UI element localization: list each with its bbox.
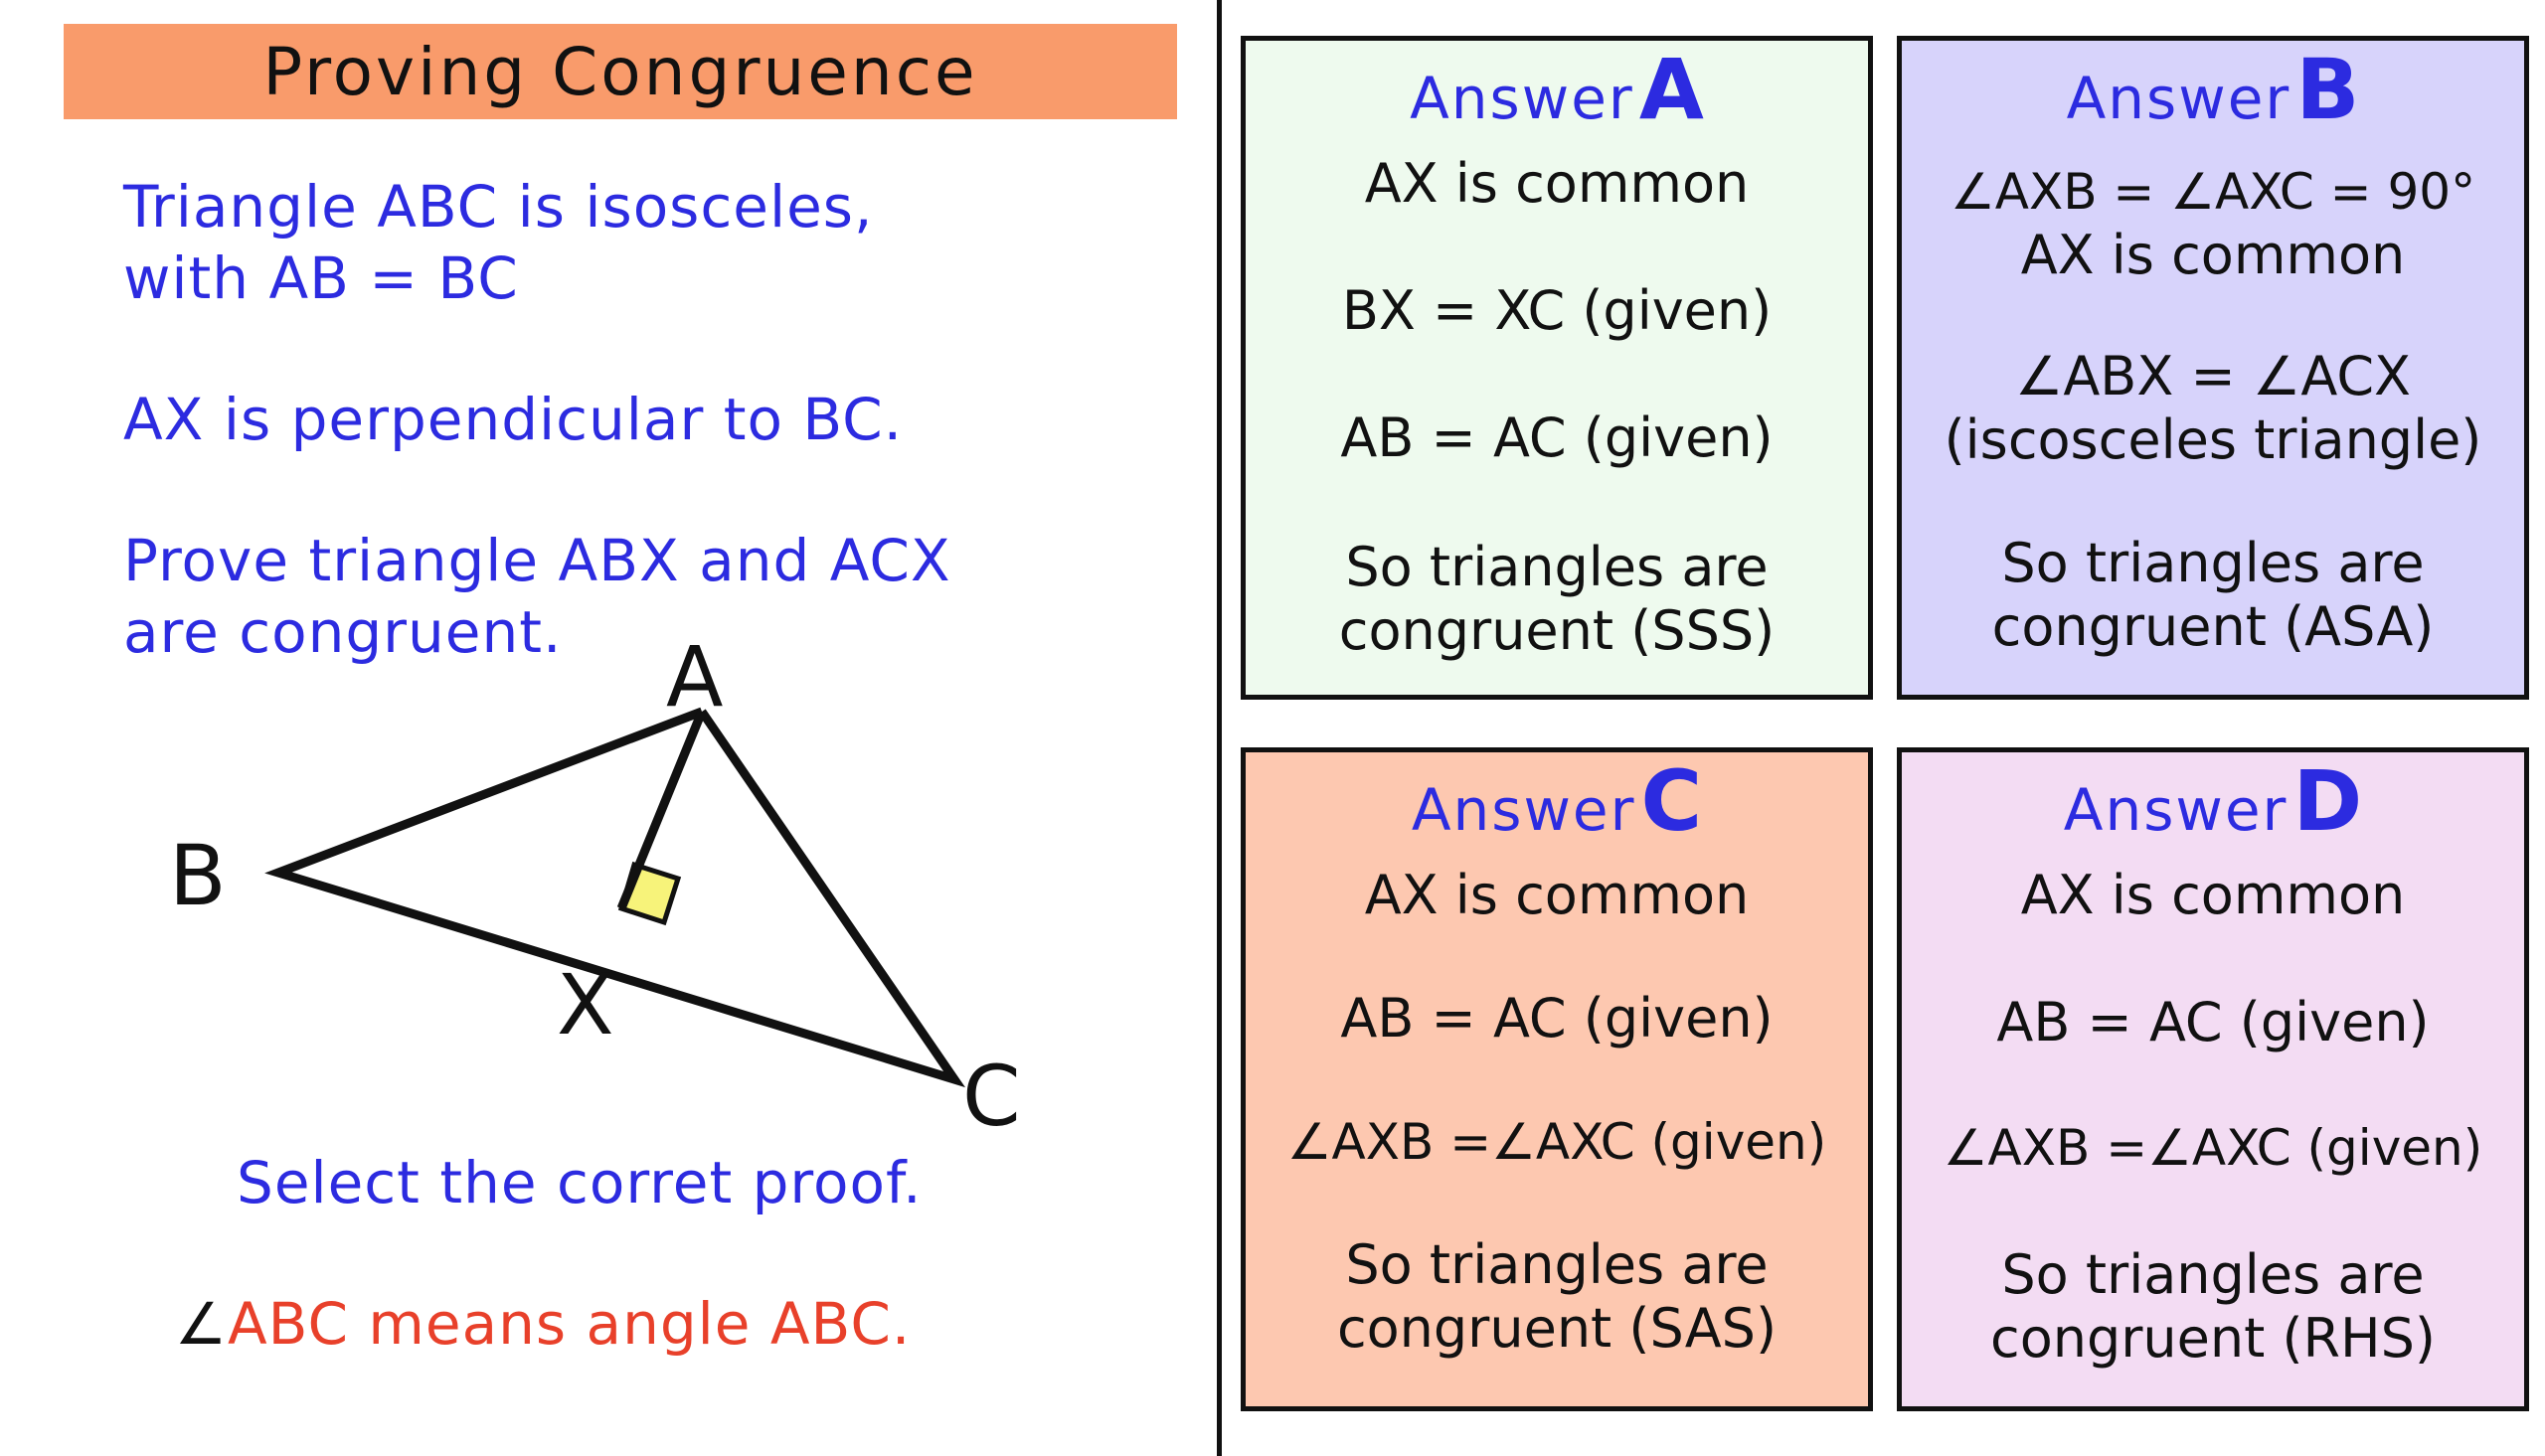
angle-note: ∠ABC means angle ABC. xyxy=(175,1288,911,1360)
answer-d-title: Answer D xyxy=(2063,752,2363,850)
answer-c-line-2: AB = AC (given) xyxy=(1340,987,1774,1050)
answer-card-b[interactable]: Answer B ∠AXB = ∠AXC = 90° AX is common … xyxy=(1897,36,2529,700)
angle-symbol: ∠ xyxy=(175,1290,228,1358)
answer-card-c[interactable]: Answer C AX is common AB = AC (given) ∠A… xyxy=(1241,747,1873,1411)
page-title: Proving Congruence xyxy=(64,24,1177,119)
answer-c-line-3: ∠AXB =∠AXC (given) xyxy=(1286,1113,1827,1171)
answer-d-line-1: AX is common xyxy=(2020,864,2406,926)
answer-b-line-6: congruent (ASA) xyxy=(1991,595,2435,658)
answer-card-a[interactable]: Answer A AX is common BX = XC (given) AB… xyxy=(1241,36,1873,700)
altitude-ax xyxy=(616,710,707,910)
vertex-label-b: B xyxy=(169,827,227,924)
answer-b-line-3: ∠ABX = ∠ACX xyxy=(2014,345,2412,407)
answer-d-line-3: ∠AXB =∠AXC (given) xyxy=(1943,1119,2483,1177)
vertex-label-c: C xyxy=(962,1048,1021,1133)
answer-d-line-2: AB = AC (given) xyxy=(1996,991,2430,1053)
answer-a-line-3: AB = AC (given) xyxy=(1340,406,1774,469)
answer-b-title: Answer B xyxy=(2066,41,2360,138)
answer-b-line-5: So triangles are xyxy=(2001,532,2425,594)
answer-b-line-4: (iscosceles triangle) xyxy=(1944,408,2482,471)
question-line-3: AX is perpendicular to BC. xyxy=(123,386,904,453)
triangle-outline xyxy=(264,707,965,1088)
prompt-text: Select the corret proof. xyxy=(237,1149,923,1216)
answer-a-title: Answer A xyxy=(1410,41,1704,138)
question-line-2: with AB = BC xyxy=(123,244,519,312)
vertical-divider xyxy=(1217,0,1222,1456)
answer-b-line-1: ∠AXB = ∠AXC = 90° xyxy=(1950,163,2476,221)
answer-card-d[interactable]: Answer D AX is common AB = AC (given) ∠A… xyxy=(1897,747,2529,1411)
answer-a-line-2: BX = XC (given) xyxy=(1341,279,1773,342)
answer-a-line-4: So triangles are xyxy=(1345,536,1769,598)
answer-c-title: Answer C xyxy=(1411,752,1703,850)
answer-b-line-2: AX is common xyxy=(2020,224,2406,286)
question-line-5: are congruent. xyxy=(123,598,563,666)
answer-a-line-5: congruent (SSS) xyxy=(1338,599,1776,662)
answer-c-line-5: congruent (SAS) xyxy=(1336,1297,1778,1360)
answer-a-line-1: AX is common xyxy=(1364,152,1750,215)
answer-c-line-4: So triangles are xyxy=(1345,1233,1769,1296)
vertex-label-x: X xyxy=(557,956,614,1053)
answer-d-line-5: congruent (RHS) xyxy=(1990,1307,2436,1370)
angle-note-text: ABC means angle ABC. xyxy=(228,1290,912,1358)
question-line-1: Triangle ABC is isosceles, xyxy=(123,173,874,241)
question-line-4: Prove triangle ABX and ACX xyxy=(123,527,951,594)
triangle-diagram: A B C X xyxy=(169,628,1021,1133)
answer-d-line-4: So triangles are xyxy=(2001,1243,2425,1306)
answer-c-line-1: AX is common xyxy=(1364,864,1750,926)
vertex-label-a: A xyxy=(666,628,723,726)
